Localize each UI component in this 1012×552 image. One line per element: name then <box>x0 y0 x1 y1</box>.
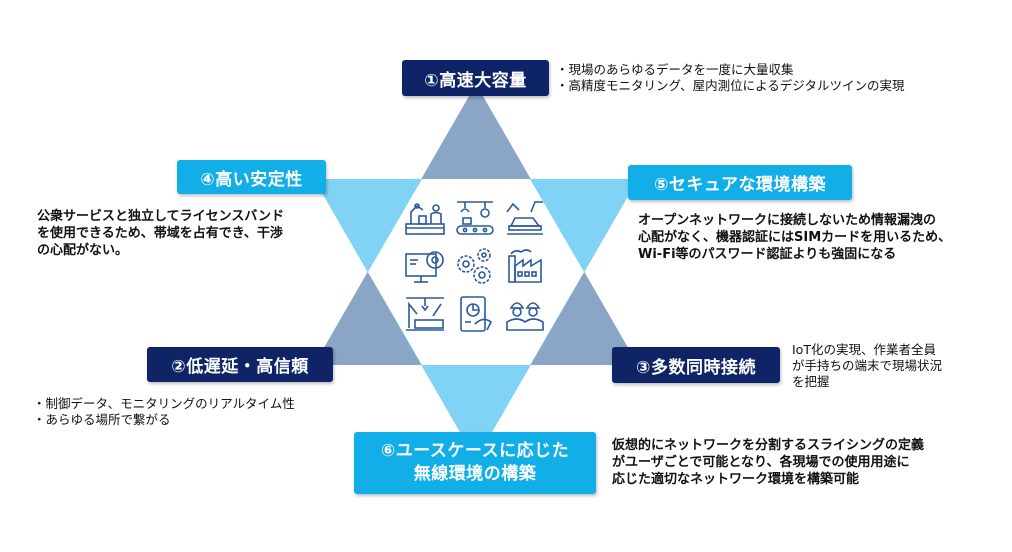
feature-1-desc-line: ・現場のあらゆるデータを一度に大量収集 <box>556 62 794 77</box>
feature-4-desc-line: の心配がない。 <box>37 243 129 258</box>
factory-worker-robot-arm-icon <box>400 194 450 242</box>
feature-1-title: ①高速大容量 <box>424 70 527 91</box>
engineers-hardhat-icon <box>500 290 550 338</box>
feature-1-description: ・現場のあらゆるデータを一度に大量収集 ・高精度モニタリング、屋内測位によるデジ… <box>556 62 905 94</box>
feature-6-title-line-1: ⑥ユースケースに応じた <box>380 441 570 461</box>
feature-6-title-box: ⑥ユースケースに応じた 無線環境の構築 <box>354 432 596 494</box>
feature-3-desc-line: が手持ちの端末で現場状況 <box>792 358 943 373</box>
feature-2-title: ②低遅延・高信頼 <box>171 357 309 377</box>
feature-2-description: ・制御データ、モニタリングのリアルタイム性 ・あらゆる場所で繋がる <box>33 396 295 428</box>
feature-5-title-box: ⑤セキュアな環境構築 <box>628 165 852 200</box>
feature-3-title-box: ③多数同時接続 <box>612 347 780 383</box>
center-icon-grid <box>400 194 550 338</box>
feature-5-description: オープンネットワークに接続しないため情報漏洩の 心配がなく、機器認証にはSIMカ… <box>638 212 951 263</box>
feature-6-desc-line: 仮想的にネットワークを分割するスライシングの定義 <box>612 438 925 453</box>
conveyor-robot-gripper-icon <box>450 194 500 242</box>
robot-assembly-line-icon <box>400 290 450 338</box>
feature-6-description: 仮想的にネットワークを分割するスライシングの定義 がユーザごとで可能となり、各現… <box>612 437 924 488</box>
feature-6-title-line-2: 無線環境の構築 <box>413 464 537 484</box>
feature-5-desc-line: オープンネットワークに接続しないため情報漏洩の <box>638 213 936 228</box>
feature-2-desc-line: ・制御データ、モニタリングのリアルタイム性 <box>33 396 295 411</box>
feature-5-desc-line: Wi-Fi等のパスワード認証よりも強固になる <box>638 247 897 262</box>
feature-3-title: ③多数同時接続 <box>636 357 756 378</box>
feature-3-description: IoT化の実現、作業者全員 が手持ちの端末で現場状況 を把握 <box>792 342 942 390</box>
tablet-analytics-hand-icon <box>450 290 500 338</box>
monitor-gear-wifi-icon <box>400 242 450 290</box>
feature-4-description: 公衆サービスと独立してライセンスバンド を使用できるため、帯域を占有でき、干渉 … <box>37 208 284 259</box>
feature-2-title-box: ②低遅延・高信頼 <box>147 347 333 382</box>
feature-1-desc-line: ・高精度モニタリング、屋内測位によるデジタルツインの実現 <box>556 78 905 93</box>
feature-4-title: ④高い安定性 <box>200 169 303 190</box>
feature-3-desc-line: を把握 <box>792 374 830 389</box>
factory-building-icon <box>500 242 550 290</box>
feature-4-title-box: ④高い安定性 <box>177 160 326 194</box>
gears-icon <box>450 242 500 290</box>
feature-2-desc-line: ・あらゆる場所で繋がる <box>33 412 171 427</box>
feature-4-desc-line: 公衆サービスと独立してライセンスバンド <box>37 209 285 224</box>
feature-1-title-box: ①高速大容量 <box>402 60 549 96</box>
feature-6-desc-line: がユーザごとで可能となり、各現場での使用用途に <box>612 455 910 470</box>
feature-6-desc-line: 応じた適切なネットワーク環境を構築可能 <box>612 472 860 487</box>
feature-5-desc-line: 心配がなく、機器認証にはSIMカードを用いるため、 <box>638 230 952 245</box>
feature-3-desc-line: IoT化の実現、作業者全員 <box>792 342 936 357</box>
feature-4-desc-line: を使用できるため、帯域を占有でき、干渉 <box>37 226 283 241</box>
feature-5-title: ⑤セキュアな環境構築 <box>653 175 827 195</box>
car-assembly-robot-icon <box>500 194 550 242</box>
